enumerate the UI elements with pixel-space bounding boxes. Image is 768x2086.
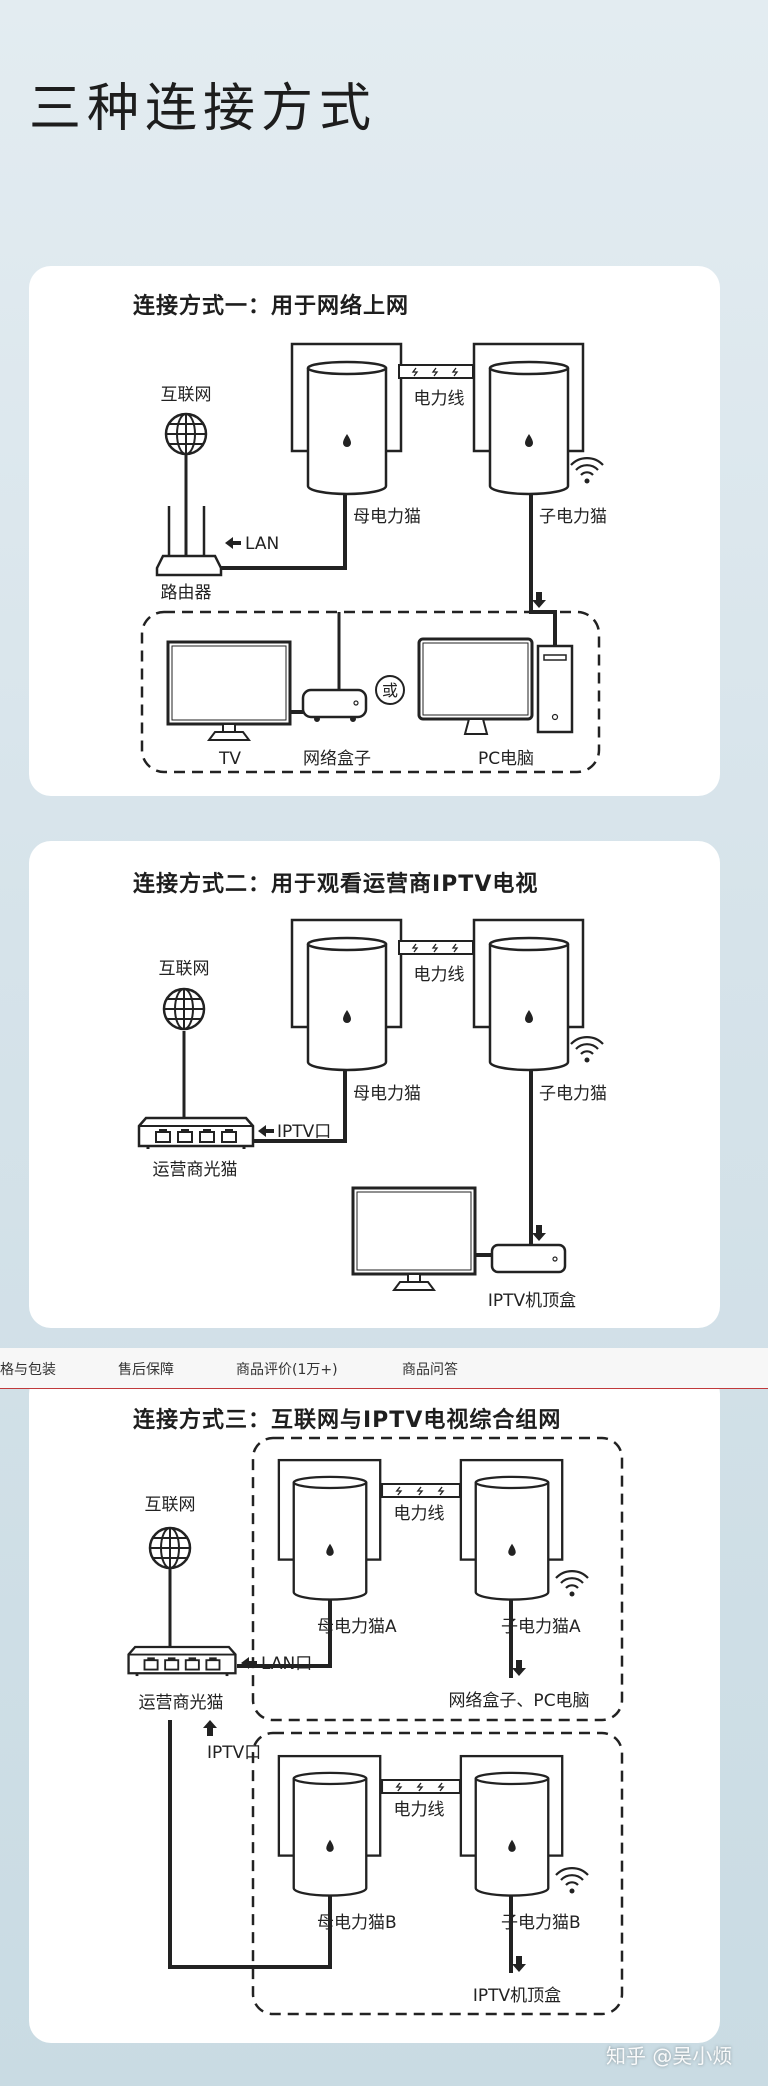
- globe-icon: [164, 412, 208, 456]
- pc-monitor-icon: [417, 637, 534, 735]
- iptv-cable: [168, 1720, 332, 1969]
- optical-modem-icon: [127, 1645, 237, 1678]
- iptv-cable: [253, 1069, 347, 1143]
- wifi-icon: [569, 1035, 605, 1064]
- power-line-a-label: 电力线: [394, 1504, 445, 1524]
- iptv-port-label: IPTV口: [207, 1743, 261, 1763]
- tv-icon: [351, 1186, 477, 1291]
- group-a-dashed-box: [251, 1436, 624, 1722]
- card-title: 连接方式二：用于观看运营商IPTV电视: [133, 872, 539, 897]
- diagram-method-3: 电力线 母电力猫A 子电力猫A 互联网 LAN口 运营商光猫 网络盒子、PC电脑…: [127, 1436, 624, 2016]
- arrow-left-icon: [258, 1125, 274, 1137]
- group-b-destination-label: IPTV机顶盒: [473, 1986, 561, 2006]
- pc-tower-icon: [536, 644, 574, 734]
- wifi-icon: [569, 456, 605, 485]
- power-line-b-icon: [380, 1778, 462, 1795]
- group-b-dashed-box: [251, 1731, 624, 2016]
- or-label: 或: [382, 681, 398, 700]
- diagram-method-1: 电力线 母电力猫 子电力猫 互联网 LAN 路由器 或: [140, 342, 607, 774]
- router-icon: [155, 506, 223, 577]
- child-plc-b-label: 子电力猫B: [501, 1913, 581, 1933]
- child-plc-label: 子电力猫: [539, 507, 607, 527]
- power-line-icon: [398, 940, 474, 955]
- child-plc-b-icon: [459, 1754, 564, 1897]
- power-line-b-label: 电力线: [394, 1800, 445, 1820]
- arrow-left-icon: [241, 1657, 257, 1669]
- mother-plc-icon: [290, 918, 403, 1072]
- watermark: 知乎 @吴小烦: [606, 2044, 733, 2068]
- tv-label: TV: [218, 749, 241, 769]
- connection-method-2-card: 连接方式二：用于观看运营商IPTV电视 电力线 母电力猫 子电力猫 互联网 IP…: [29, 841, 720, 1328]
- iptv-set-top-box-label: IPTV机顶盒: [488, 1291, 576, 1311]
- lan-label: LAN: [245, 534, 279, 554]
- power-line-label: 电力线: [414, 965, 465, 985]
- child-plc-a-label: 子电力猫A: [501, 1617, 581, 1637]
- child-plc-icon: [472, 342, 585, 496]
- optical-modem-label: 运营商光猫: [153, 1160, 238, 1180]
- iptv-port-label: IPTV口: [277, 1122, 331, 1142]
- lan-cable: [219, 492, 347, 570]
- tab-qa[interactable]: 商品问答: [402, 1362, 458, 1378]
- internet-label: 互联网: [161, 385, 212, 405]
- tab-reviews[interactable]: 商品评价(1万+): [236, 1362, 338, 1378]
- or-circle: [375, 675, 405, 705]
- card-title: 连接方式一：用于网络上网: [133, 294, 410, 319]
- tv-icon: [166, 640, 292, 741]
- product-tab-bar: 格与包装 售后保障 商品评价(1万+) 商品问答: [0, 1348, 768, 1389]
- child-plc-label: 子电力猫: [539, 1084, 607, 1104]
- page-title: 三种连接方式: [29, 79, 378, 139]
- globe-icon: [148, 1526, 192, 1570]
- mother-plc-a-label: 母电力猫A: [317, 1617, 397, 1637]
- network-box-icon: [301, 688, 368, 722]
- mother-plc-label: 母电力猫: [353, 507, 421, 527]
- connection-method-1-card: 连接方式一：用于网络上网 电力线 母电力猫 子电力猫 互联网 LAN 路由器: [29, 266, 720, 796]
- lan-cable: [237, 1598, 332, 1668]
- tab-after-sales[interactable]: 售后保障: [118, 1362, 174, 1378]
- globe-icon: [162, 987, 206, 1031]
- power-line-label: 电力线: [414, 389, 465, 409]
- devices-dashed-box: [140, 610, 601, 774]
- connection-method-3-card: 连接方式三：互联网与IPTV电视综合组网 电力线 母电力猫A 子电力猫A 互联网…: [29, 1372, 720, 2043]
- arrow-down-icon: [532, 1225, 546, 1241]
- diagram-method-2: 电力线 母电力猫 子电力猫 互联网 IPTV口 运营商光猫 IPTV机顶盒: [137, 918, 607, 1311]
- router-label: 路由器: [161, 583, 212, 603]
- card-title: 连接方式三：互联网与IPTV电视综合组网: [133, 1408, 562, 1433]
- mother-plc-a-icon: [277, 1458, 382, 1601]
- arrow-up-icon: [203, 1720, 217, 1736]
- internet-label: 互联网: [145, 1495, 196, 1515]
- pc-label: PC电脑: [478, 749, 534, 769]
- network-box-label: 网络盒子: [303, 749, 371, 769]
- wifi-b-icon: [554, 1866, 590, 1895]
- child-plc-a-icon: [459, 1458, 564, 1601]
- optical-modem-label: 运营商光猫: [139, 1693, 224, 1713]
- internet-label: 互联网: [159, 959, 210, 979]
- arrow-left-icon: [225, 537, 241, 549]
- lan-port-label: LAN口: [261, 1654, 312, 1674]
- power-line-icon: [398, 364, 474, 379]
- tab-specs-packaging[interactable]: 格与包装: [0, 1362, 56, 1378]
- mother-plc-label: 母电力猫: [353, 1084, 421, 1104]
- group-a-destination-label: 网络盒子、PC电脑: [448, 1691, 589, 1711]
- arrow-down-icon: [512, 1660, 526, 1676]
- child-plc-icon: [472, 918, 585, 1072]
- mother-plc-icon: [290, 342, 403, 496]
- wifi-a-icon: [554, 1569, 590, 1598]
- mother-plc-b-icon: [277, 1754, 382, 1897]
- power-line-a-icon: [380, 1482, 462, 1499]
- arrow-down-icon: [512, 1956, 526, 1972]
- mother-plc-b-label: 母电力猫B: [317, 1913, 397, 1933]
- arrow-down-icon: [532, 592, 546, 608]
- optical-modem-icon: [137, 1116, 255, 1151]
- iptv-set-top-box-icon: [490, 1243, 567, 1274]
